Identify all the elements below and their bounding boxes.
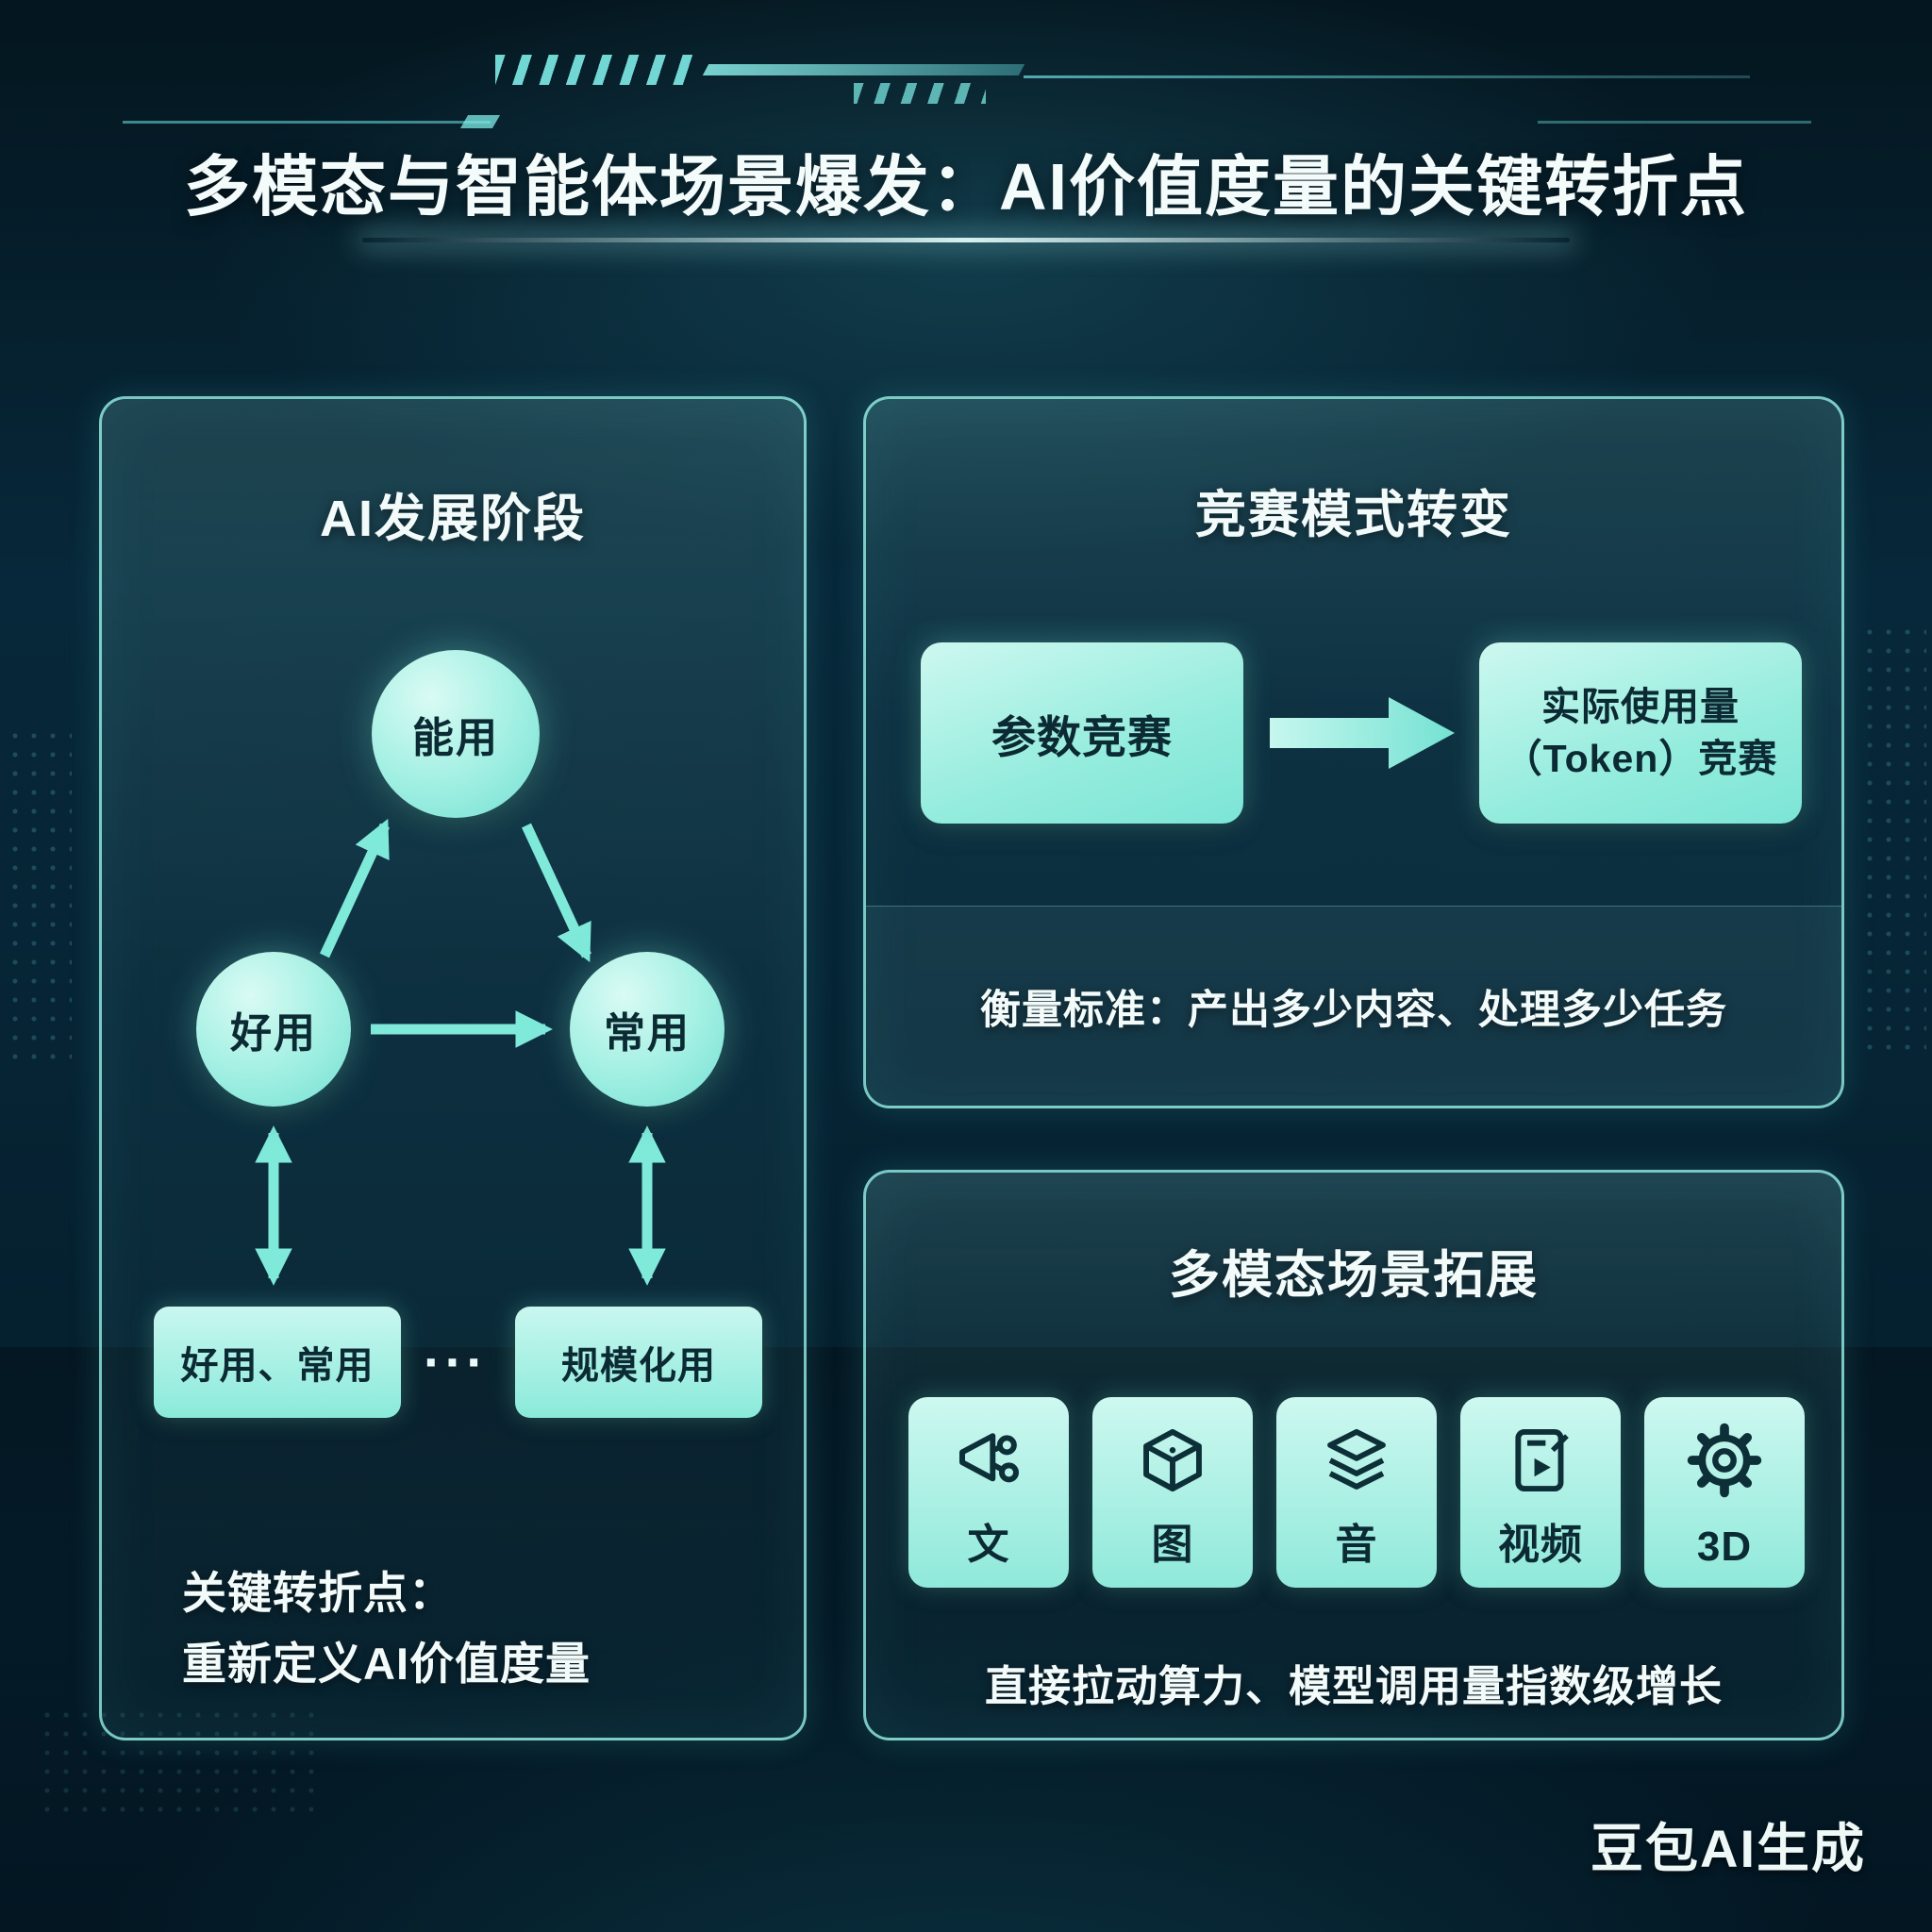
panel-multimodal-expansion: 多模态场景拓展 文 (863, 1170, 1844, 1740)
hud-line-far-right (1538, 121, 1811, 124)
modality-card-text: 文 (908, 1397, 1069, 1588)
dot-pattern-bottom (38, 1706, 321, 1819)
key-turning-point-note: 关键转折点： 重新定义AI价值度量 (182, 1557, 591, 1699)
note-line-2: 重新定义AI价值度量 (182, 1639, 591, 1690)
modality-card-3d: 3D (1644, 1397, 1805, 1588)
hud-slashes-1 (495, 55, 698, 85)
modality-card-audio: 音 (1276, 1397, 1437, 1588)
hud-decoration (0, 0, 1932, 151)
modality-label: 音 (1335, 1522, 1378, 1568)
video-doc-icon (1500, 1420, 1581, 1501)
hud-notch (459, 115, 501, 128)
modality-label: 视频 (1498, 1522, 1583, 1568)
dot-pattern-right (1860, 623, 1926, 1057)
parameter-race-box: 参数竞赛 (921, 642, 1243, 824)
stage-box-right: 规模化用 (515, 1307, 762, 1418)
dot-pattern-left (6, 726, 72, 1066)
title-glow-line (362, 238, 1570, 242)
hud-line-right (1024, 75, 1750, 78)
token-race-box: 实际使用量 （Token）竞赛 (1479, 642, 1802, 824)
panel-competition-mode: 竞赛模式转变 参数竞赛 实际使用量 （Token）竞赛 衡量标准：产出多少内容、… (863, 396, 1844, 1108)
modality-label: 文 (967, 1522, 1010, 1568)
megaphone-icon (948, 1420, 1029, 1501)
competition-panel-title: 竞赛模式转变 (1195, 487, 1512, 543)
stage-node-left: 好用 (196, 952, 351, 1107)
stage-box-right-label: 规模化用 (561, 1345, 716, 1387)
multimodal-panel-title: 多模态场景拓展 (1169, 1247, 1539, 1304)
modality-card-row: 文 图 (908, 1397, 1805, 1588)
stage-node-right: 常用 (570, 952, 724, 1107)
modality-label: 3D (1696, 1524, 1753, 1570)
note-line-1: 关键转折点： (182, 1568, 454, 1618)
stage-node-top-label: 能用 (412, 715, 499, 761)
hud-bar (702, 64, 1025, 75)
layers-icon (1316, 1420, 1397, 1501)
token-race-label-line2: （Token）竞赛 (1503, 737, 1778, 780)
stage-node-left-label: 好用 (230, 1010, 317, 1057)
modality-label: 图 (1151, 1522, 1194, 1568)
stage-box-left-label: 好用、常用 (180, 1345, 375, 1387)
stages-panel-title: AI发展阶段 (320, 491, 586, 547)
parameter-race-label: 参数竞赛 (991, 711, 1173, 762)
measurement-standard-strip: 衡量标准：产出多少内容、处理多少任务 (866, 906, 1841, 1106)
panel-ai-stages: AI发展阶段 能用 好用 常用 好用、常用 ··· 规模化用 (99, 396, 807, 1740)
gear-icon (1684, 1420, 1765, 1501)
hud-slashes-2 (854, 83, 986, 104)
multimodal-footnote: 直接拉动算力、模型调用量指数级增长 (984, 1662, 1723, 1710)
watermark: 豆包AI生成 (1591, 1819, 1866, 1878)
modality-card-image: 图 (1092, 1397, 1253, 1588)
modality-card-video: 视频 (1460, 1397, 1621, 1588)
stage-box-left: 好用、常用 (154, 1307, 401, 1418)
transition-arrow (1270, 697, 1455, 769)
stage-node-top: 能用 (372, 650, 540, 818)
cube-icon (1132, 1420, 1213, 1501)
page-title: 多模态与智能体场景爆发：AI价值度量的关键转折点 (184, 150, 1748, 224)
stage-ellipsis: ··· (424, 1332, 488, 1391)
hud-line-left (123, 121, 491, 124)
stage-node-right-label: 常用 (604, 1010, 691, 1057)
measurement-standard-text: 衡量标准：产出多少内容、处理多少任务 (980, 987, 1727, 1033)
token-race-label-line1: 实际使用量 (1541, 684, 1740, 728)
stage-flow-arrows (255, 818, 666, 1286)
